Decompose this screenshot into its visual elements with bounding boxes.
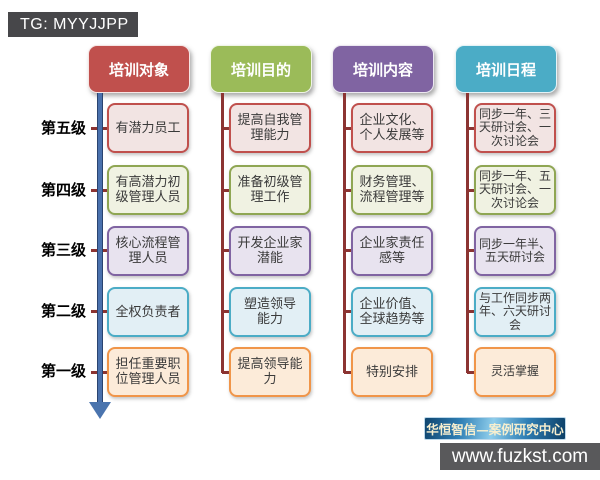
connector-stub — [222, 310, 231, 313]
box-schedule-level2: 与工作同步两 年、六天研讨 会 — [474, 287, 556, 337]
box-schedule-level5: 同步一年、三 天研讨会、一 次讨论会 — [474, 103, 556, 153]
connector-stub — [344, 127, 353, 130]
level-label-1: 第一级 — [40, 362, 86, 380]
level-label-2: 第二级 — [40, 302, 86, 320]
box-objects-level1: 担任重要职 位管理人员 — [107, 347, 189, 397]
connector-stub — [344, 310, 353, 313]
box-objects-level3: 核心流程管 理人员 — [107, 226, 189, 276]
watermark-tag-bar: TG: MYYJJPP — [8, 12, 138, 37]
header-training-objects: 培训对象 — [88, 45, 190, 93]
connector-stub — [344, 249, 353, 252]
level-axis-line — [98, 93, 102, 404]
connector-stub — [467, 371, 476, 374]
box-schedule-level3: 同步一年半、 五天研讨会 — [474, 226, 556, 276]
connector-stub — [467, 249, 476, 252]
level-label-5: 第五级 — [40, 119, 86, 137]
connector-stub — [467, 127, 476, 130]
box-objects-level5: 有潜力员工 — [107, 103, 189, 153]
box-objects-level4: 有高潜力初 级管理人员 — [107, 165, 189, 215]
box-content-level4: 财务管理、 流程管理等 — [351, 165, 433, 215]
header-training-purpose: 培训目的 — [210, 45, 312, 93]
box-content-level2: 企业价值、 全球趋势等 — [351, 287, 433, 337]
box-schedule-level1: 灵活掌握 — [474, 347, 556, 397]
box-purpose-level5: 提高自我管 理能力 — [229, 103, 311, 153]
branch-line-content — [343, 93, 346, 373]
connector-stub — [344, 371, 353, 374]
box-purpose-level3: 开发企业家 潜能 — [229, 226, 311, 276]
connector-stub — [467, 310, 476, 313]
website-url-bar: www.fuzkst.com — [440, 443, 600, 470]
box-purpose-level2: 塑造领导 能力 — [229, 287, 311, 337]
brand-banner: 华恒智信—案例研究中心 — [424, 417, 566, 440]
level-axis-arrow-down-icon — [89, 402, 111, 419]
header-training-content: 培训内容 — [332, 45, 434, 93]
box-content-level1: 特别安排 — [351, 347, 433, 397]
box-content-level3: 企业家责任 感等 — [351, 226, 433, 276]
connector-stub — [222, 249, 231, 252]
connector-stub — [467, 189, 476, 192]
box-purpose-level1: 提高领导能 力 — [229, 347, 311, 397]
box-schedule-level4: 同步一年、五 天研讨会、一 次讨论会 — [474, 165, 556, 215]
connector-stub — [222, 371, 231, 374]
connector-stub — [344, 189, 353, 192]
header-training-schedule: 培训日程 — [455, 45, 557, 93]
level-label-3: 第三级 — [40, 241, 86, 259]
branch-line-purpose — [221, 93, 224, 373]
connector-stub — [222, 127, 231, 130]
level-label-4: 第四级 — [40, 181, 86, 199]
box-content-level5: 企业文化、 个人发展等 — [351, 103, 433, 153]
box-objects-level2: 全权负责者 — [107, 287, 189, 337]
box-purpose-level4: 准备初级管 理工作 — [229, 165, 311, 215]
connector-stub — [222, 189, 231, 192]
branch-line-schedule — [466, 93, 469, 373]
